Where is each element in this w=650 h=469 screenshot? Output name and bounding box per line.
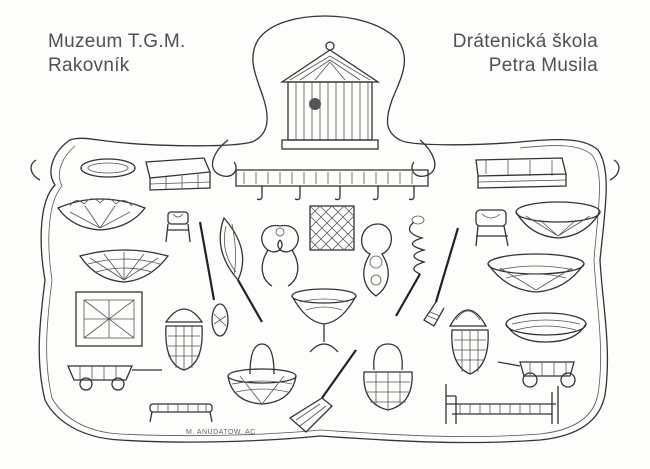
square-tray <box>75 291 143 347</box>
market-basket <box>363 343 413 411</box>
covered-basket-left <box>164 308 204 371</box>
toy-cart-left <box>67 365 162 391</box>
fruit-stand <box>291 288 357 353</box>
artist-signature: M. ANUDATOW. AC <box>186 429 256 436</box>
chair-left <box>165 211 191 243</box>
whisk <box>219 216 263 323</box>
museum-name: Muzeum T.G.M. <box>48 31 186 52</box>
basket-bowl-left <box>78 249 170 283</box>
spiral-whisk <box>395 215 427 317</box>
oval-dish-right <box>505 312 587 343</box>
grid-panel <box>309 205 355 251</box>
handle-basket <box>227 343 297 405</box>
museum-city: Rakovník <box>48 55 130 76</box>
scroll-hook-left <box>261 224 299 287</box>
rug-beater <box>198 221 229 337</box>
wall-shelf-with-hooks <box>235 169 429 201</box>
scroll-hook-right <box>360 223 392 297</box>
oval-tray <box>80 158 136 178</box>
school-founder: Petra Musila <box>488 55 598 76</box>
dustpan <box>288 349 357 433</box>
fan-bowl <box>57 198 147 231</box>
birdcage <box>279 41 381 150</box>
square-box-left <box>145 157 211 191</box>
spatula <box>423 227 460 327</box>
chair-right <box>475 209 509 247</box>
covered-basket-right <box>448 309 489 375</box>
stand-rack <box>149 403 213 423</box>
square-box-right <box>475 157 567 189</box>
toy-cart-right <box>497 361 576 388</box>
bed-frame <box>445 384 559 424</box>
round-bowl-right <box>515 201 601 239</box>
school-name: Drátenická škola <box>452 31 598 52</box>
oval-bowl-right <box>487 253 585 293</box>
